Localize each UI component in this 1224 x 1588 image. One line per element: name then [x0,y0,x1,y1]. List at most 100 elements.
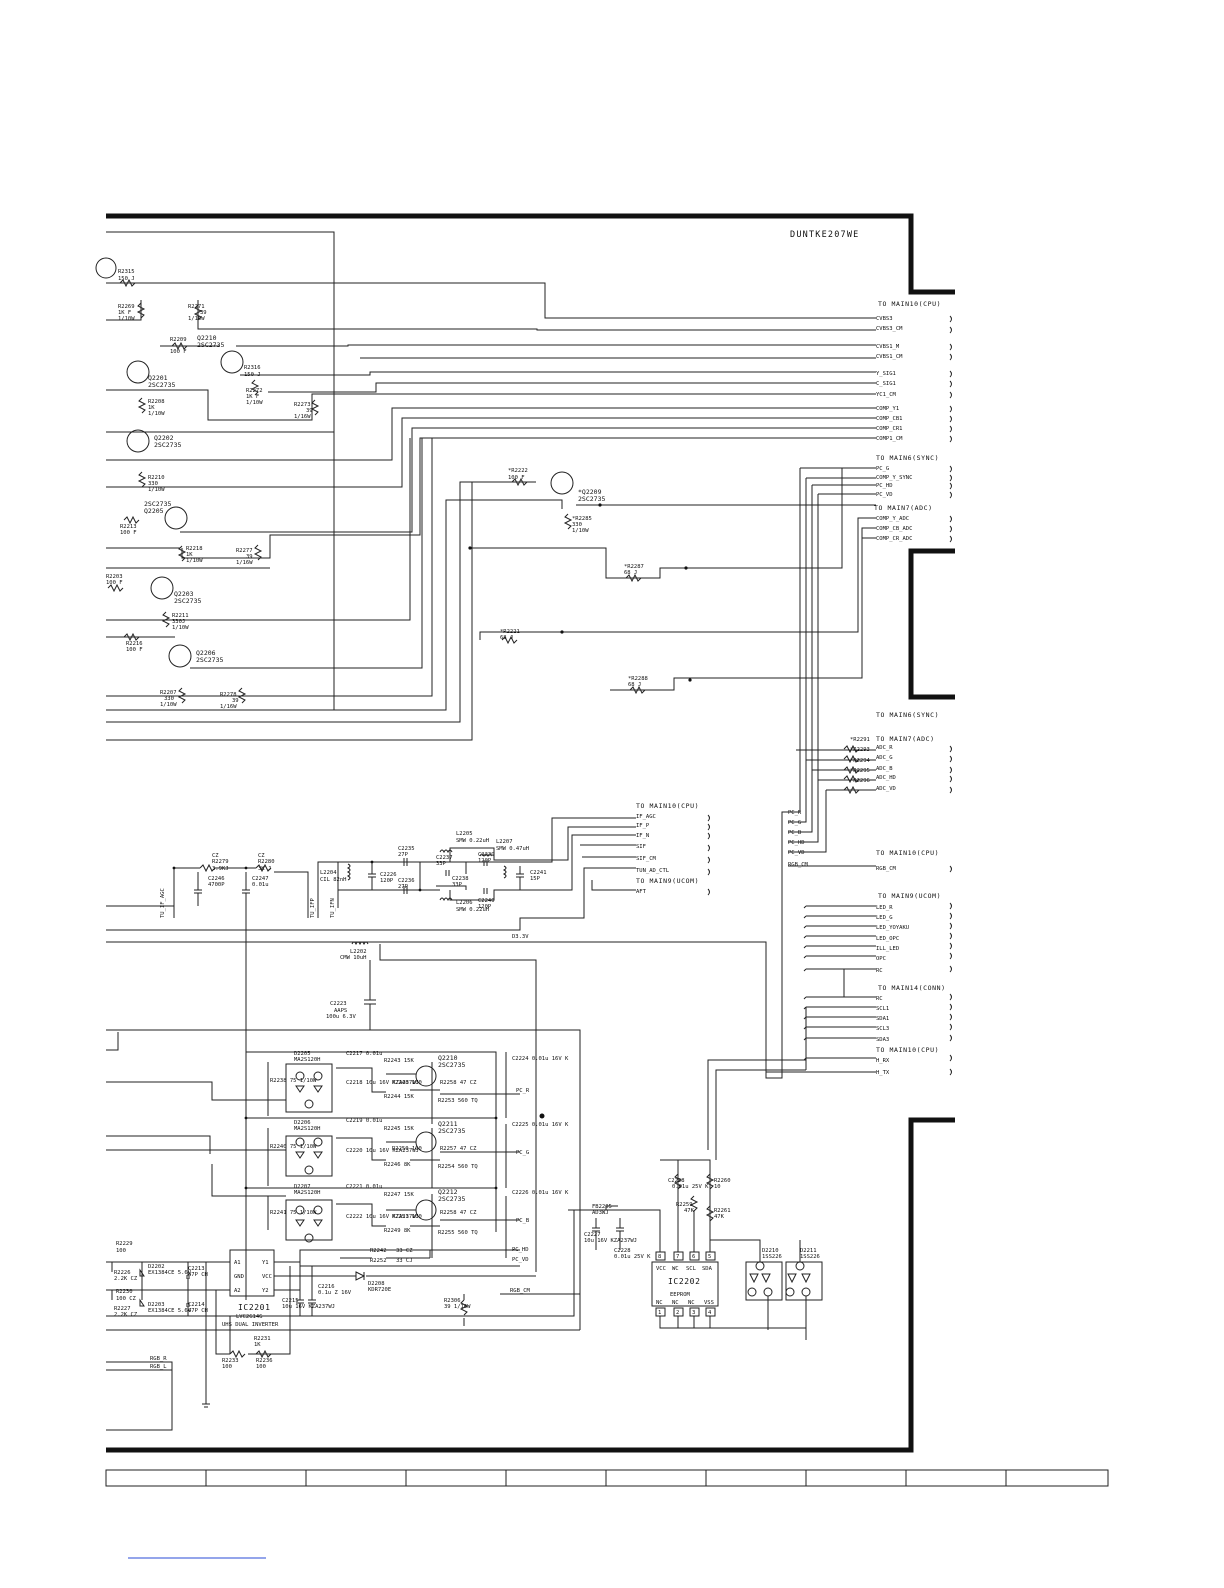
ic2202-pin: NC [688,1300,695,1306]
label-c2227: C2227 [584,1232,601,1238]
pin-label: C_SIG1 [876,381,896,387]
label-c2213: C2213 [188,1266,205,1272]
label-c2238-value: 33P [452,882,463,888]
label-r2211-rating: 1/10W [172,625,189,631]
supply-rail: D3.3V L2202 CMW 10uH C2223 AAPS 100u 6.3… [106,934,767,1330]
label-d3.3v: D3.3V [512,934,529,940]
label-d2206: D2206 [294,1120,311,1126]
label-d2202: D2202 [148,1264,165,1270]
label-q2206: Q2206 [196,649,216,657]
label-l2206-value: SMW 0.22uH [456,907,489,913]
label-q2203-type: 2SC2735 [174,597,201,605]
label-cz: R2229 [116,1241,133,1247]
ic2202-pin: SDA [702,1266,713,1272]
label-l2205: L2205 [456,831,473,837]
transistor-q2202 [126,429,150,453]
stage-labels: D2205 MA2S120H C2217 0.01u C2218 10u 16V… [270,1051,569,1236]
label-r2230-value: 100 CZ [116,1296,137,1302]
label-r2277-rating: 1/16W [236,560,253,566]
label-q2210-type: 2SC2735 [197,341,224,349]
label-c2247: C2247 [252,876,269,882]
label-q2209-type: 2SC2735 [578,495,605,503]
page-frame [106,213,955,1453]
label-r2288-value: 68 J [628,682,641,688]
label-c2227-value: 10u 16V KZA237WJ [584,1238,637,1244]
label-c2226: C2226 [380,872,397,878]
label-c2218: C2218 10u 16V KZA237WJ [346,1080,419,1086]
label-r2249: R2249 8K [384,1228,411,1234]
label-c2236: C2236 [398,878,415,884]
label-r2238: R2238 75 1/10W [270,1078,317,1084]
ic2202-pin: NC [656,1300,663,1306]
transistor-q2206 [168,644,192,668]
pin-label: ADC_G [876,755,893,761]
label-r2258: R2258 47 CZ [440,1080,477,1086]
top-part-labels: R2315 150 J R2269 1K F 1/10W R2271 39 1/… [106,269,648,710]
label-r2259: C2228 [668,1178,685,1184]
label-c2215-value: 10u 16V KZA237WJ [282,1304,335,1310]
label-r2252: R2252 [370,1258,387,1264]
label-r2216: R2216 [126,641,143,647]
label-r2248: R2248 100 [392,1080,422,1086]
label-r2316-value: 150 J [244,372,261,378]
label-r2207-rating: 1/10W [160,702,177,708]
top-transistors [95,257,574,668]
pin-label: LED_R [876,905,893,911]
pin-label: CVBS1_CM [876,354,903,360]
pin-label: PC_VD [876,492,893,498]
label-l2202: L2202 [350,949,367,955]
ic2201-pin: VCC [262,1274,272,1280]
label-r2227: R2227 [114,1306,131,1312]
label-c2223: C2223 [330,1001,347,1007]
label-d2210: D2210 [762,1248,779,1254]
label-c2237-value: 33P [436,861,447,867]
label-d2208: D2208 [368,1281,385,1287]
label-c2241: C2241 [530,870,547,876]
label-q2211: Q2211 [438,1120,458,1128]
label-q2206-type: 2SC2735 [196,656,223,664]
ic2202-pin-number: 6 [692,1254,695,1260]
label-r2231-value: 1K [254,1342,261,1348]
pin-label: PC_HD [876,483,893,489]
label-c2239-value: 120P [478,858,492,864]
pin-label: PC_VD [788,850,805,856]
label-r2285-rating: 1/10W [572,528,589,534]
ic2202-pin-number: 7 [676,1254,679,1260]
label-r2236-value: 100 [256,1364,266,1370]
label-q2210: Q2210 [197,334,217,342]
pin-label: H_TX [876,1070,890,1076]
pin-label: Y_SIG1 [876,371,896,377]
ic2202-pin: VCC [656,1266,666,1272]
label-r2261: R2260 [714,1178,731,1184]
pin-label: RGB_CM [788,862,809,868]
pin-label: LED_G [876,915,893,921]
label-r2210: R2210 [148,475,165,481]
if-section: TU_IF_AGC TU_IFP TU_IFN TO MAIN10(CPU) I… [106,802,710,931]
label-r2216-value: 100 F [126,647,143,653]
label-c2224: C2224 0.01u 16V K [512,1056,569,1062]
pin-label: ADC_HD [876,775,896,781]
label-q2203: Q2203 [174,590,194,598]
label-r2285-value: 330 [572,522,582,528]
connector-main7-adc-b: TO MAIN7(ADC) ADC_R ADC_G ADC_B ADC_HD A… [850,735,934,792]
adc-wiring [765,468,952,1079]
transistor-q2203 [150,576,174,600]
transistor-q2211 [415,1131,437,1153]
pin-label: H_RX [876,1058,890,1064]
label-r2244: R2244 15K [384,1094,414,1100]
label-r2258b: R2258 47 CZ [440,1210,477,1216]
connector-header: TO MAIN10(CPU) [636,802,699,810]
ic2202-part: EEPROM [670,1292,691,1298]
label-r2278-rating: 1/16W [220,704,237,710]
label-r2278: R2278 [220,692,237,698]
transistor-q2209 [550,471,574,495]
net-pc-b: PC_B [516,1218,530,1224]
ic2201-pin: A1 [234,1260,241,1266]
ic2202-pin-number: 1 [658,1310,661,1316]
label-r2203-value: 100 F [106,580,123,586]
connector-header: TO MAIN6(SYNC) [876,454,939,462]
label-c2228: C2228 [614,1248,631,1254]
top-resistors [107,278,692,704]
label-d2206-type: MA2S120H [294,1126,321,1132]
